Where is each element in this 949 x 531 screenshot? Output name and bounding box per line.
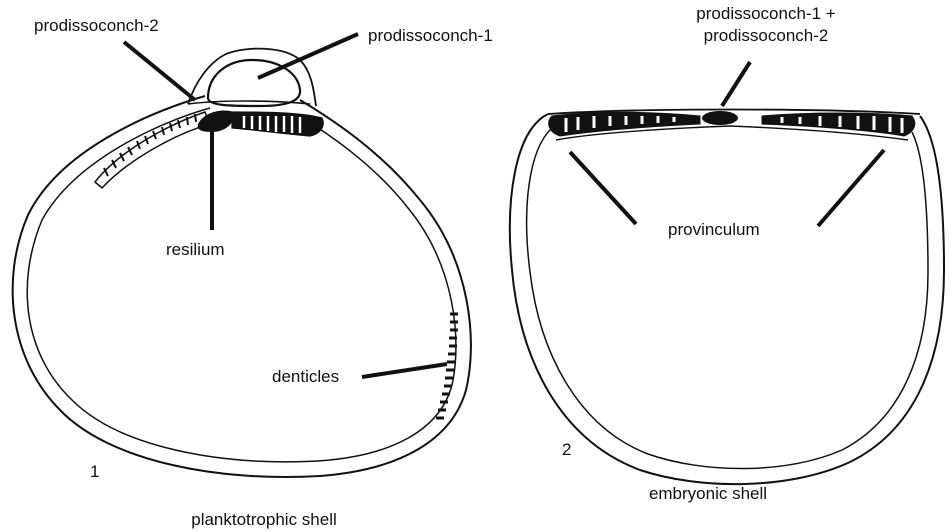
shell-1-outer-outline [13, 96, 471, 477]
embryonic-shell-drawing [510, 110, 944, 485]
figure-1-number: 1 [90, 462, 99, 482]
figure-2-caption: embryonic shell [649, 484, 767, 504]
shell-1-hinge-band-left [95, 112, 210, 188]
shell-2-outer-outline [510, 114, 944, 484]
label-prodissoconch-1: prodissoconch-1 [368, 26, 493, 46]
embryonic-resilium [702, 111, 738, 125]
label-prodissoconch-2: prodissoconch-2 [34, 16, 159, 36]
figure-2-number: 2 [562, 440, 571, 460]
shell-1-hinge-band-right [232, 112, 323, 136]
leader-provinculum-left [570, 152, 636, 224]
shell-2-inner-outline [527, 128, 928, 469]
figure-1-caption: planktotrophic shell [191, 510, 337, 530]
leader-provinculum-right [818, 150, 884, 226]
shell-1-inner-outline [27, 108, 456, 462]
leader-prodissoconch-2 [124, 42, 195, 100]
planktotrophic-shell-drawing [13, 49, 471, 477]
figure-1-leader-lines [124, 34, 447, 377]
leader-denticles [362, 364, 447, 377]
label-resilium: resilium [166, 240, 225, 260]
label-denticles: denticles [272, 367, 339, 387]
figure-2-leader-lines [570, 62, 884, 226]
label-prodissoconch-combined-line2: prodissoconch-2 [704, 26, 829, 46]
shell-1-left-teeth [104, 114, 196, 176]
resilium-shape [198, 111, 235, 133]
label-provinculum: provinculum [668, 220, 760, 240]
leader-prodissoconch-combined [722, 62, 750, 106]
label-prodissoconch-combined-line1: prodissoconch-1 + [696, 4, 835, 24]
